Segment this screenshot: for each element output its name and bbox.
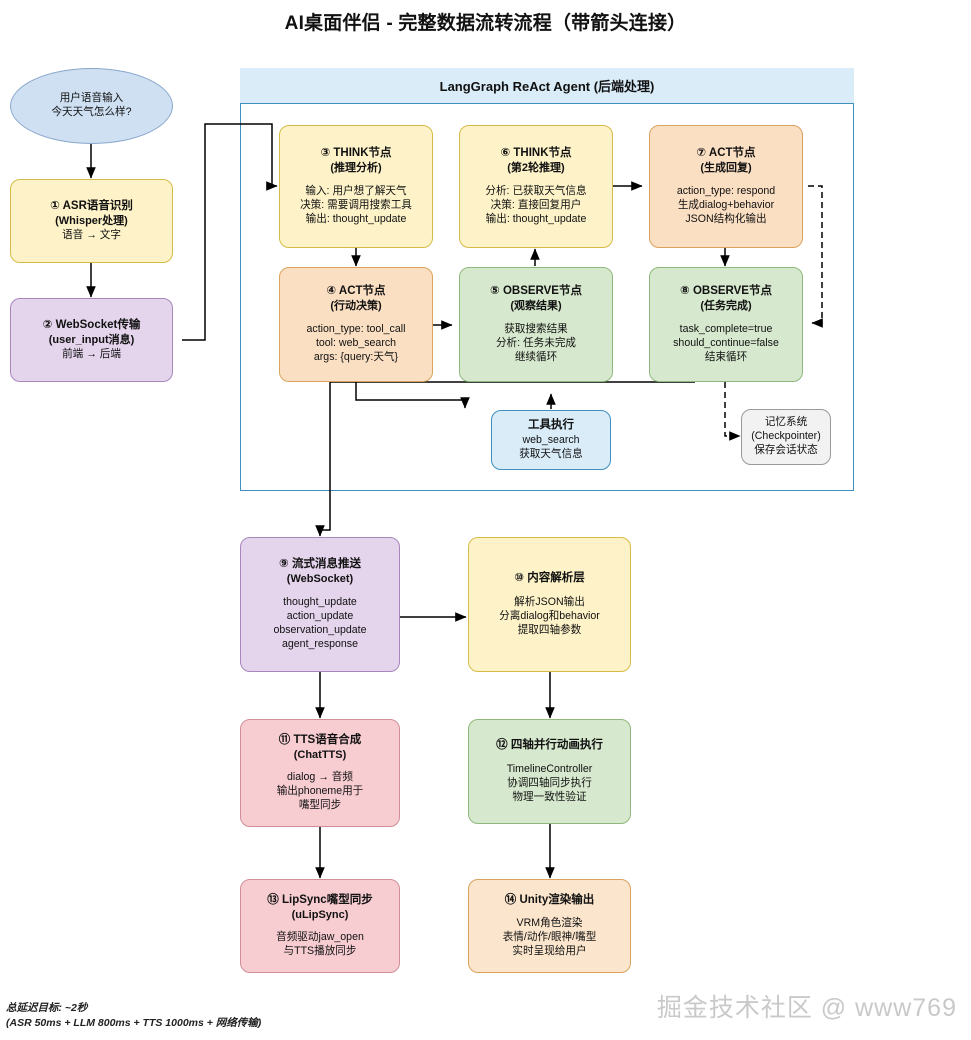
node-think-2-b2: 决策: 直接回复用户 xyxy=(490,198,582,211)
node-tts-b1: dialog → 音频 xyxy=(287,771,353,784)
node-think-1-b3: 输出: thought_update xyxy=(305,212,407,225)
node-content-parser-head: ⑩ 内容解析层 xyxy=(514,572,585,585)
node-content-parser-b2: 分离dialog和behavior xyxy=(499,609,600,622)
node-lipsync-b1: 音频驱动jaw_open xyxy=(276,931,364,944)
node-content-parser[interactable]: ⑩ 内容解析层 解析JSON输出 分离dialog和behavior 提取四轴参… xyxy=(468,537,631,672)
node-lipsync-b2: 与TTS播放同步 xyxy=(283,945,357,958)
node-act-1-b3: args: {query:天气} xyxy=(313,350,399,363)
node-lipsync-sub: (uLipSync) xyxy=(291,908,349,921)
footer-line-2: (ASR 50ms + LLM 800ms + TTS 1000ms + 网络传… xyxy=(6,1017,262,1030)
node-observe-2[interactable]: ⑧ OBSERVE节点 (任务完成) task_complete=true sh… xyxy=(649,267,803,382)
node-memory-system[interactable]: 记忆系统 (Checkpointer) 保存会话状态 xyxy=(741,409,831,465)
node-memory-system-sub: (Checkpointer) xyxy=(751,430,821,443)
node-content-parser-b3: 提取四轴参数 xyxy=(517,623,582,636)
node-content-parser-b1: 解析JSON输出 xyxy=(514,595,585,608)
node-observe-1-b2: 分析: 任务未完成 xyxy=(495,336,577,349)
node-four-axis-animation-b3: 物理一致性验证 xyxy=(512,790,587,803)
node-observe-2-b3: 结束循环 xyxy=(704,350,748,363)
node-think-1-head: ③ THINK节点 xyxy=(320,147,392,160)
node-stream-push-sub: (WebSocket) xyxy=(286,573,354,586)
node-observe-1[interactable]: ⑤ OBSERVE节点 (观察结果) 获取搜索结果 分析: 任务未完成 继续循环 xyxy=(459,267,613,382)
node-unity-render-b3: 实时呈现给用户 xyxy=(512,945,587,958)
node-act-1-sub: (行动决策) xyxy=(330,300,382,313)
node-act-1-b2: tool: web_search xyxy=(315,336,397,349)
node-stream-push-b2: action_update xyxy=(286,609,354,622)
node-four-axis-animation[interactable]: ⑫ 四轴并行动画执行 TimelineController 协调四轴同步执行 物… xyxy=(468,719,631,824)
node-websocket-b1: 前端 → 后端 xyxy=(62,347,121,360)
node-unity-render-head: ⑭ Unity渲染输出 xyxy=(504,893,595,906)
node-observe-1-b3: 继续循环 xyxy=(514,350,558,363)
node-four-axis-animation-head: ⑫ 四轴并行动画执行 xyxy=(496,739,603,752)
node-user-voice-input-line1: 用户语音输入 xyxy=(59,92,124,105)
node-act-2[interactable]: ⑦ ACT节点 (生成回复) action_type: respond 生成di… xyxy=(649,125,803,248)
node-observe-2-head: ⑧ OBSERVE节点 xyxy=(680,285,772,298)
langgraph-agent-header: LangGraph ReAct Agent (后端处理) xyxy=(240,68,854,104)
node-tts-sub: (ChatTTS) xyxy=(293,748,347,761)
node-tool-execution[interactable]: 工具执行 web_search 获取天气信息 xyxy=(491,410,611,470)
node-websocket-head: ② WebSocket传输 xyxy=(42,319,141,332)
node-act-1-head: ④ ACT节点 xyxy=(326,285,386,298)
node-websocket-sub: (user_input消息) xyxy=(48,334,135,347)
langgraph-agent-title: LangGraph ReAct Agent (后端处理) xyxy=(439,79,655,94)
node-unity-render-b1: VRM角色渲染 xyxy=(516,917,583,930)
node-stream-push[interactable]: ⑨ 流式消息推送 (WebSocket) thought_update acti… xyxy=(240,537,400,672)
node-stream-push-head: ⑨ 流式消息推送 xyxy=(279,558,361,571)
node-tool-execution-b2: 获取天气信息 xyxy=(519,447,583,460)
node-stream-push-b4: agent_response xyxy=(282,637,358,650)
node-think-1-sub: (推理分析) xyxy=(330,162,382,175)
node-tool-execution-head: 工具执行 xyxy=(528,419,574,432)
node-think-1-b1: 输入: 用户想了解天气 xyxy=(305,184,407,197)
node-user-voice-input[interactable]: 用户语音输入 今天天气怎么样? xyxy=(10,68,173,144)
node-user-voice-input-line2: 今天天气怎么样? xyxy=(51,106,132,118)
node-four-axis-animation-b2: 协调四轴同步执行 xyxy=(507,776,592,789)
node-unity-render-b2: 表情/动作/眼神/嘴型 xyxy=(502,931,597,944)
node-think-2-head: ⑥ THINK节点 xyxy=(500,147,572,160)
node-act-2-b3: JSON结构化输出 xyxy=(685,212,767,225)
node-act-2-sub: (生成回复) xyxy=(700,162,752,175)
node-act-2-b2: 生成dialog+behavior xyxy=(677,198,775,211)
node-think-1[interactable]: ③ THINK节点 (推理分析) 输入: 用户想了解天气 决策: 需要调用搜索工… xyxy=(279,125,433,248)
node-think-2[interactable]: ⑥ THINK节点 (第2轮推理) 分析: 已获取天气信息 决策: 直接回复用户… xyxy=(459,125,613,248)
node-tts[interactable]: ⑪ TTS语音合成 (ChatTTS) dialog → 音频 输出phonem… xyxy=(240,719,400,827)
node-four-axis-animation-b1: TimelineController xyxy=(506,762,593,775)
node-observe-2-b1: task_complete=true xyxy=(679,322,773,335)
node-asr[interactable]: ① ASR语音识别 (Whisper处理) 语音 → 文字 xyxy=(10,179,173,263)
node-observe-1-head: ⑤ OBSERVE节点 xyxy=(490,285,582,298)
node-act-1-b1: action_type: tool_call xyxy=(306,322,406,335)
watermark: 掘金技术社区 @ www769 xyxy=(656,994,957,1022)
node-think-2-sub: (第2轮推理) xyxy=(507,162,565,175)
node-memory-system-head: 记忆系统 xyxy=(764,416,808,429)
node-think-1-b2: 决策: 需要调用搜索工具 xyxy=(300,198,412,211)
node-tts-b3: 嘴型同步 xyxy=(298,799,342,812)
node-think-2-b1: 分析: 已获取天气信息 xyxy=(485,184,587,197)
node-think-2-b3: 输出: thought_update xyxy=(485,212,587,225)
node-observe-1-b1: 获取搜索结果 xyxy=(504,322,568,335)
node-observe-2-b2: should_continue=false xyxy=(673,336,779,349)
node-unity-render[interactable]: ⑭ Unity渲染输出 VRM角色渲染 表情/动作/眼神/嘴型 实时呈现给用户 xyxy=(468,879,631,973)
page-title: AI桌面伴侣 - 完整数据流转流程（带箭头连接） xyxy=(284,13,687,34)
node-asr-b1: 语音 → 文字 xyxy=(62,228,121,241)
node-memory-system-b1: 保存会话状态 xyxy=(754,443,818,456)
node-tts-head: ⑪ TTS语音合成 xyxy=(278,733,362,746)
node-act-2-b1: action_type: respond xyxy=(676,184,776,197)
node-lipsync[interactable]: ⑬ LipSync嘴型同步 (uLipSync) 音频驱动jaw_open 与T… xyxy=(240,879,400,973)
node-tool-execution-b1: web_search xyxy=(522,433,580,446)
node-tts-b2: 输出phoneme用于 xyxy=(276,785,364,798)
footer-line-1: 总延迟目标: ~2秒 xyxy=(6,1001,88,1014)
node-asr-sub: (Whisper处理) xyxy=(55,215,128,228)
node-asr-head: ① ASR语音识别 xyxy=(50,200,133,213)
node-observe-2-sub: (任务完成) xyxy=(700,300,752,313)
node-websocket-transport[interactable]: ② WebSocket传输 (user_input消息) 前端 → 后端 xyxy=(10,298,173,382)
node-act-2-head: ⑦ ACT节点 xyxy=(696,147,756,160)
footer-latency-note: 总延迟目标: ~2秒 (ASR 50ms + LLM 800ms + TTS 1… xyxy=(6,1001,261,1033)
node-stream-push-b1: thought_update xyxy=(283,595,357,608)
node-stream-push-b3: observation_update xyxy=(273,623,367,636)
node-observe-1-sub: (观察结果) xyxy=(510,300,562,313)
node-act-1[interactable]: ④ ACT节点 (行动决策) action_type: tool_call to… xyxy=(279,267,433,382)
node-lipsync-head: ⑬ LipSync嘴型同步 xyxy=(267,893,373,906)
